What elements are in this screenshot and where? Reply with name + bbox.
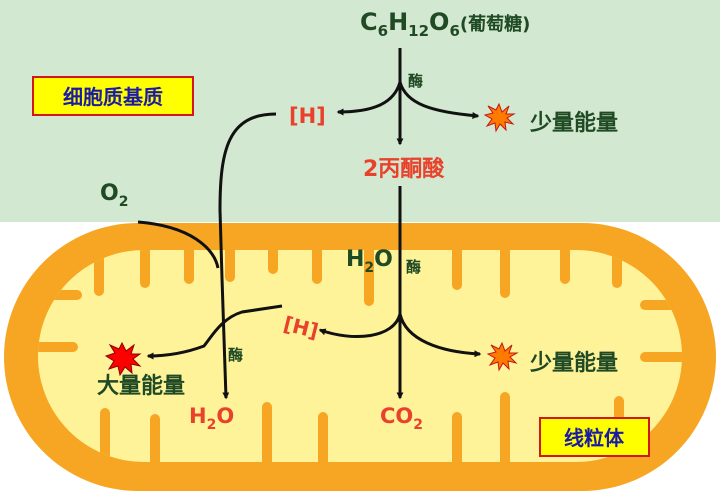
small-energy-burst-1-icon [483, 102, 516, 133]
small-energy-label-1: 少量能量 [529, 110, 618, 136]
cytoplasm-label-box [32, 76, 194, 116]
enzyme-label-1: 酶 [408, 72, 423, 90]
small-energy-label-2: 少量能量 [529, 350, 618, 376]
glycolysis-h-branch-arrow [336, 81, 402, 116]
glycolysis-energy-branch-arrow [398, 81, 480, 120]
enzyme-label-2: 酶 [406, 258, 421, 276]
pyruvate-label: 2丙酮酸 [363, 157, 445, 182]
arrows [137, 48, 482, 400]
h2-to-energy-arrow [146, 304, 283, 360]
glucose-name: (葡萄糖) [460, 13, 530, 35]
large-energy-burst-icon [104, 341, 142, 377]
water-input-label: H2O [346, 247, 393, 276]
co2-label: CO2 [380, 404, 423, 433]
mitochondrion-label-box [539, 417, 650, 457]
o2-to-water-line [137, 220, 220, 269]
krebs-energy-branch-arrow [398, 313, 482, 358]
cytoplasm-label: 细胞质基质 [63, 85, 163, 109]
krebs-h-branch-arrow [318, 313, 402, 339]
h-to-water-arrow [218, 112, 277, 400]
water-output-label: H2O [189, 404, 234, 433]
oxygen-label: O2 [100, 181, 128, 210]
hydrogen-label-1: [H] [289, 104, 326, 128]
glucose-formula: C6H12O6(葡萄糖) [360, 8, 530, 40]
enzyme-label-3: 酶 [228, 346, 243, 364]
matrix [38, 250, 682, 462]
mitochondrion-label: 线粒体 [564, 426, 625, 450]
small-energy-burst-2-icon [486, 341, 519, 372]
mitochondrion [4, 223, 716, 491]
large-energy-label: 大量能量 [97, 373, 185, 399]
